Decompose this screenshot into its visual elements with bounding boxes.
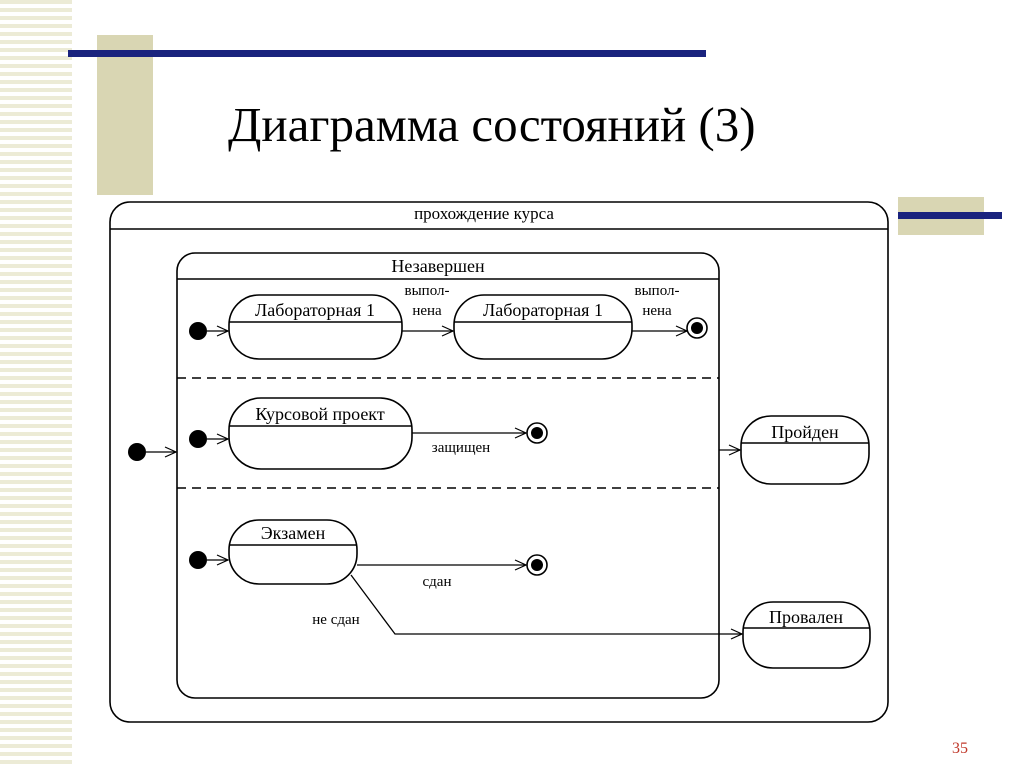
initial-state bbox=[128, 443, 146, 461]
decorative-bar-top bbox=[68, 50, 706, 57]
state-exam-label: Экзамен bbox=[261, 523, 326, 543]
initial-state bbox=[189, 322, 207, 340]
state-exam bbox=[228, 519, 358, 585]
region-project: Курсовой проект защищен bbox=[189, 397, 548, 470]
final-state bbox=[526, 554, 548, 576]
composite-state: Незавершен bbox=[176, 252, 720, 699]
state-lab-2-label: Лабораторная 1 bbox=[483, 300, 603, 320]
slide-title: Диаграмма состояний (3) bbox=[228, 97, 756, 152]
outer-state-label: прохождение курса bbox=[414, 204, 554, 223]
outer-transitions bbox=[128, 443, 742, 461]
decorative-bar-right bbox=[898, 212, 1002, 219]
state-lab-1-label: Лабораторная 1 bbox=[255, 300, 375, 320]
final-state bbox=[686, 317, 708, 339]
transition-label: нена bbox=[412, 303, 442, 319]
region-lab: Лабораторная 1 выпол- нена Лабораторная … bbox=[189, 283, 708, 360]
decorative-stripes bbox=[0, 0, 72, 767]
transition-label: не сдан bbox=[312, 612, 359, 628]
decorative-block-left bbox=[97, 35, 153, 195]
transition-label: выпол- bbox=[405, 283, 450, 299]
initial-state bbox=[189, 551, 207, 569]
state-failed: Провален bbox=[742, 601, 871, 669]
outer-state: прохождение курса bbox=[109, 201, 889, 723]
state-passed: Пройден bbox=[740, 415, 870, 485]
final-state bbox=[526, 422, 548, 444]
region-exam: Экзамен сдан не сдан bbox=[189, 519, 744, 640]
state-lab-1 bbox=[228, 294, 403, 360]
composite-state-label: Незавершен bbox=[391, 256, 485, 276]
state-passed-label: Пройден bbox=[771, 422, 839, 442]
transition-label: выпол- bbox=[635, 283, 680, 299]
state-failed-label: Провален bbox=[769, 607, 843, 627]
page-number: 35 bbox=[952, 740, 968, 757]
initial-state bbox=[189, 430, 207, 448]
transition-label: сдан bbox=[423, 574, 452, 590]
state-course-project-label: Курсовой проект bbox=[255, 404, 385, 424]
transition-label: защищен bbox=[432, 440, 490, 456]
transition-label: нена bbox=[642, 303, 672, 319]
state-lab-2 bbox=[453, 294, 633, 360]
